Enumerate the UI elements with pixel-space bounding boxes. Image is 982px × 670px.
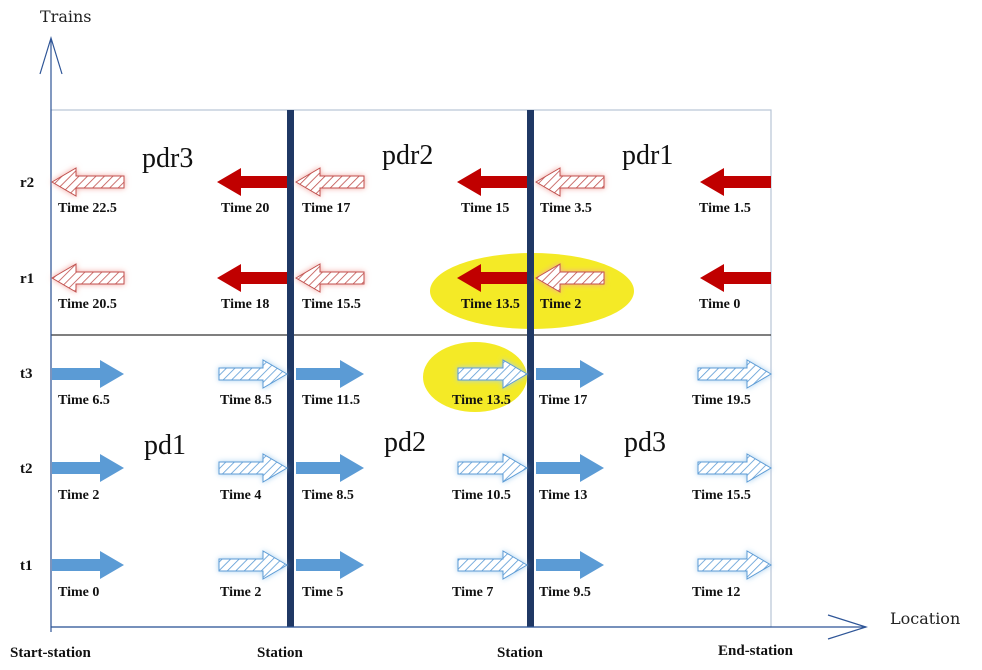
y-axis-arrowhead: [39, 35, 63, 75]
time-label-t3-3: Time 13.5: [452, 393, 511, 408]
right-arrow-solid-t2-4: [536, 454, 604, 482]
time-label-t1-2: Time 5: [302, 585, 343, 600]
time-label-t1-4: Time 9.5: [539, 585, 591, 600]
time-label-r1-4: Time 2: [540, 297, 581, 312]
row-label-r1: r1: [20, 271, 34, 287]
left-arrow-solid-r1-5: [700, 264, 771, 292]
right-arrow-hatched-t1-5: [697, 550, 772, 580]
time-label-r2-2: Time 17: [302, 201, 350, 216]
right-arrow-solid-t2-2: [296, 454, 364, 482]
station-bar-2: [527, 110, 534, 627]
station-label-end: End-station: [718, 643, 794, 659]
left-arrow-hatched-r1-0: [51, 263, 125, 293]
time-label-r2-0: Time 22.5: [58, 201, 117, 216]
left-arrow-hatched-r1-4: [535, 263, 605, 293]
right-arrow-solid-t1-0: [52, 551, 124, 579]
right-arrow-hatched-t2-5: [697, 453, 772, 483]
row-label-t1: t1: [20, 558, 33, 574]
time-label-t3-1: Time 8.5: [220, 393, 272, 408]
station-label-1: Station: [257, 645, 304, 661]
time-label-r1-2: Time 15.5: [302, 297, 361, 312]
x-axis-label: Location: [890, 609, 960, 628]
time-label-t1-0: Time 0: [58, 585, 99, 600]
time-label-t1-1: Time 2: [220, 585, 261, 600]
right-arrow-hatched-t1-3: [457, 550, 528, 580]
time-label-t2-0: Time 2: [58, 488, 99, 503]
time-label-r2-4: Time 3.5: [540, 201, 592, 216]
row-label-t3: t3: [20, 366, 33, 382]
left-arrow-solid-r2-5: [700, 168, 771, 196]
time-label-r2-3: Time 15: [461, 201, 509, 216]
region-label-pd3: pd3: [624, 427, 666, 458]
time-label-r2-1: Time 20: [221, 201, 269, 216]
time-label-r2-5: Time 1.5: [699, 201, 751, 216]
time-label-r1-3: Time 13.5: [461, 297, 520, 312]
time-label-t3-0: Time 6.5: [58, 393, 110, 408]
right-arrow-solid-t3-2: [296, 360, 364, 388]
station-bar-1: [287, 110, 294, 627]
right-arrow-hatched-t3-5: [697, 359, 772, 389]
time-label-t3-4: Time 17: [539, 393, 587, 408]
time-label-r1-5: Time 0: [699, 297, 740, 312]
right-arrow-hatched-t2-1: [218, 453, 288, 483]
region-label-pdr1: pdr1: [622, 140, 673, 171]
time-label-t2-3: Time 10.5: [452, 488, 511, 503]
time-label-t1-5: Time 12: [692, 585, 740, 600]
left-arrow-hatched-r1-2: [295, 263, 365, 293]
left-arrow-hatched-r2-4: [535, 167, 605, 197]
right-arrow-solid-t3-0: [52, 360, 124, 388]
right-arrow-solid-t1-2: [296, 551, 364, 579]
region-label-pdr2: pdr2: [382, 140, 433, 171]
time-label-t1-3: Time 7: [452, 585, 493, 600]
right-arrow-hatched-t3-1: [218, 359, 288, 389]
left-arrow-solid-r1-3: [457, 264, 527, 292]
station-label-2: Station: [497, 645, 544, 661]
region-label-pd2: pd2: [384, 427, 426, 458]
left-arrow-solid-r1-1: [217, 264, 287, 292]
left-arrow-solid-r2-3: [457, 168, 527, 196]
time-label-t2-1: Time 4: [220, 488, 261, 503]
time-label-t2-2: Time 8.5: [302, 488, 354, 503]
left-arrow-hatched-r2-0: [51, 167, 125, 197]
region-label-pd1: pd1: [144, 430, 186, 461]
right-arrow-solid-t1-4: [536, 551, 604, 579]
time-label-t3-5: Time 19.5: [692, 393, 751, 408]
time-label-r1-0: Time 20.5: [58, 297, 117, 312]
row-label-r2: r2: [20, 175, 34, 191]
right-arrow-hatched-t2-3: [457, 453, 528, 483]
time-label-r1-1: Time 18: [221, 297, 269, 312]
right-arrow-hatched-t3-3: [457, 359, 528, 389]
x-axis-arrowhead: [827, 614, 868, 640]
station-label-start: Start-station: [10, 645, 91, 661]
right-arrow-solid-t3-4: [536, 360, 604, 388]
right-arrow-hatched-t1-1: [218, 550, 288, 580]
region-label-pdr3: pdr3: [142, 143, 193, 174]
right-arrow-solid-t2-0: [52, 454, 124, 482]
time-label-t2-5: Time 15.5: [692, 488, 751, 503]
diagram-frame: [50, 109, 772, 628]
time-label-t3-2: Time 11.5: [302, 393, 360, 408]
time-label-t2-4: Time 13: [539, 488, 587, 503]
left-arrow-solid-r2-1: [217, 168, 287, 196]
y-axis-label: Trains: [40, 7, 92, 26]
row-label-t2: t2: [20, 461, 33, 477]
left-arrow-hatched-r2-2: [295, 167, 365, 197]
